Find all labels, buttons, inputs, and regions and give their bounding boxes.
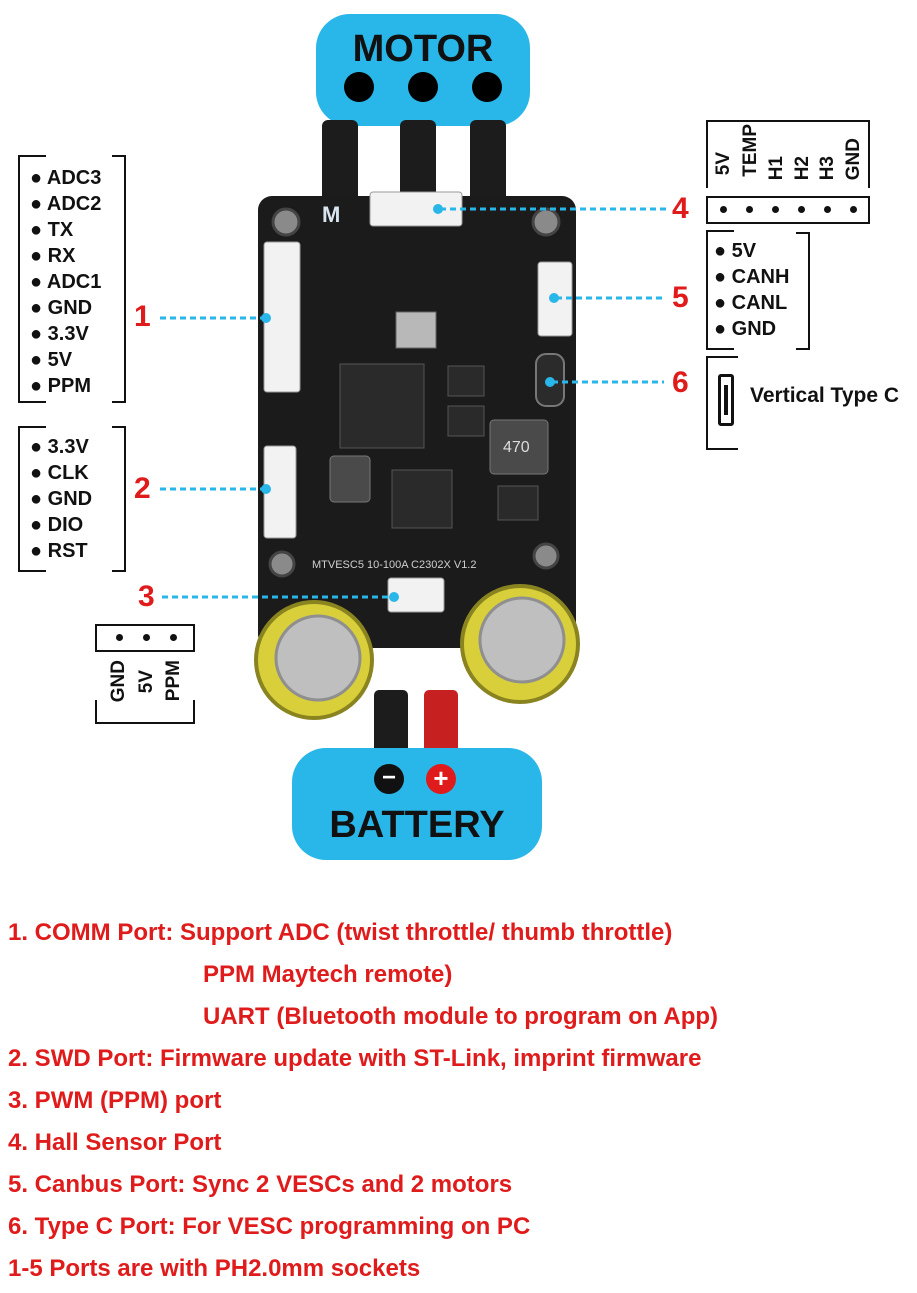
comm-pin: ● RX: [30, 245, 76, 267]
comm-pin: ● GND: [30, 297, 93, 319]
callout-6: 6: [672, 366, 689, 399]
typec-label: Vertical Type C: [750, 384, 900, 407]
inductor-marking: 470: [503, 439, 530, 456]
note-line: 4. Hall Sensor Port: [8, 1129, 222, 1156]
callout-4: 4: [672, 192, 689, 225]
comm-pin: ● ADC3: [30, 167, 102, 189]
hall-pin-label: TEMP: [740, 124, 761, 177]
mcu-chip: [339, 363, 425, 449]
typec-bracket: [706, 356, 738, 450]
note-line: 1-5 Ports are with PH2.0mm sockets: [8, 1255, 421, 1282]
hall-pin-label: H2: [792, 156, 813, 181]
hall-pin-dot: [772, 206, 779, 213]
motor-terminal-dot: [472, 72, 502, 102]
can-pin-bracket: [706, 230, 734, 350]
mosfet: [497, 485, 539, 521]
hall-pin-label: H3: [817, 156, 838, 181]
can-pin: ● CANL: [714, 292, 788, 314]
comm-pin: ● ADC2: [30, 193, 102, 215]
mounting-screw: [531, 207, 561, 237]
battery-negative-icon: −: [374, 764, 404, 794]
callout-1: 1: [134, 300, 151, 333]
comm-pin: ● TX: [30, 219, 74, 241]
typec-port-icon: [718, 374, 734, 426]
swd-pin: ● 3.3V: [30, 436, 89, 458]
note-line: UART (Bluetooth module to program on App…: [203, 1003, 719, 1030]
swd-pin-list: ● 3.3V ● CLK ● GND ● DIO ● RST: [30, 434, 92, 564]
pwm-pin-label: 5V: [136, 670, 157, 694]
battery-connector: − + BATTERY: [292, 748, 542, 860]
battery-wire-negative: [374, 690, 408, 760]
note-line: 5. Canbus Port: Sync 2 VESCs and 2 motor…: [8, 1171, 513, 1198]
pwm-pin-bracket: [95, 624, 195, 652]
note-line: PPM Maytech remote): [203, 961, 453, 988]
can-pin: ● 5V: [714, 240, 757, 262]
callout-3: 3: [138, 580, 155, 613]
pwm-pin-dot: [170, 634, 177, 641]
pwm-pin-label: GND: [108, 660, 129, 703]
comm-pin: ● PPM: [30, 375, 91, 397]
inductor: [489, 419, 549, 475]
hall-pin-dot: [746, 206, 753, 213]
battery-positive-icon: +: [426, 764, 456, 794]
capacitor-top: [274, 614, 362, 702]
can-pin: ● GND: [714, 318, 777, 340]
hall-pin-dot: [720, 206, 727, 213]
pwm-pin-dot: [143, 634, 150, 641]
motor-label: MOTOR: [352, 28, 494, 70]
note-line: 3. PWM (PPM) port: [8, 1087, 222, 1114]
mounting-screw: [271, 207, 301, 237]
swd-right-bracket: [112, 426, 126, 572]
can-pin-list: ● 5V ● CANH ● CANL ● GND: [714, 238, 789, 342]
pwm-pin-label: PPM: [163, 660, 184, 702]
swd-pin: ● GND: [30, 488, 93, 510]
can-right-bracket: [796, 232, 810, 350]
note-line: 6. Type C Port: For VESC programming on …: [8, 1213, 531, 1240]
esc-board-illustration: M 470 MTVESC5 10-100A C2302X V1.2: [160, 120, 666, 760]
hall-pin-label: GND: [843, 138, 864, 181]
battery-label: BATTERY: [329, 804, 505, 846]
ppm-socket: [387, 577, 445, 613]
port-description-list: 1. COMM Port: Support ADC (twist throttl…: [8, 912, 908, 1290]
battery-wire-positive: [424, 690, 458, 760]
capacitor-top: [478, 596, 566, 684]
crystal: [395, 311, 437, 349]
brand-logo-mark: M: [322, 202, 340, 227]
swd-pin-bracket: [18, 426, 46, 572]
hall-pin-label: 5V: [713, 152, 734, 176]
callout-2: 2: [134, 472, 151, 505]
comm-pin-bracket: [18, 155, 46, 403]
comm-pin: ● ADC1: [30, 271, 102, 293]
comm-pin: ● 3.3V: [30, 323, 89, 345]
swd-pin: ● RST: [30, 540, 88, 562]
motor-terminal-dot: [408, 72, 438, 102]
mounting-screw: [532, 542, 560, 570]
hall-pin-bracket: [706, 196, 870, 224]
mosfet: [447, 405, 485, 437]
small-inductor: [329, 455, 371, 503]
hall-pin-dot: [798, 206, 805, 213]
hall-pin-dot: [824, 206, 831, 213]
note-line: 1. COMM Port: Support ADC (twist throttl…: [8, 919, 673, 946]
swd-pin: ● CLK: [30, 462, 89, 484]
board-model-marking: MTVESC5 10-100A C2302X V1.2: [312, 559, 476, 571]
driver-chip: [391, 469, 453, 529]
comm-pin-list: ● ADC3 ● ADC2 ● TX ● RX ● ADC1 ● GND ● 3…: [30, 165, 101, 399]
comm-pin: ● 5V: [30, 349, 73, 371]
comm-right-bracket: [112, 155, 126, 403]
hall-socket: [369, 191, 463, 227]
pwm-pin-dot: [116, 634, 123, 641]
can-pin: ● CANH: [714, 266, 790, 288]
mosfet: [447, 365, 485, 397]
hall-pin-dot: [850, 206, 857, 213]
pwm-label-bracket: [95, 700, 195, 724]
mounting-screw: [268, 550, 296, 578]
hall-pin-label: H1: [766, 156, 787, 181]
callout-5: 5: [672, 281, 689, 314]
note-line: 2. SWD Port: Firmware update with ST-Lin…: [8, 1045, 702, 1072]
hall-label-bracket: [706, 120, 870, 188]
swd-pin: ● DIO: [30, 514, 84, 536]
motor-connector: MOTOR: [316, 14, 530, 126]
motor-terminal-dot: [344, 72, 374, 102]
